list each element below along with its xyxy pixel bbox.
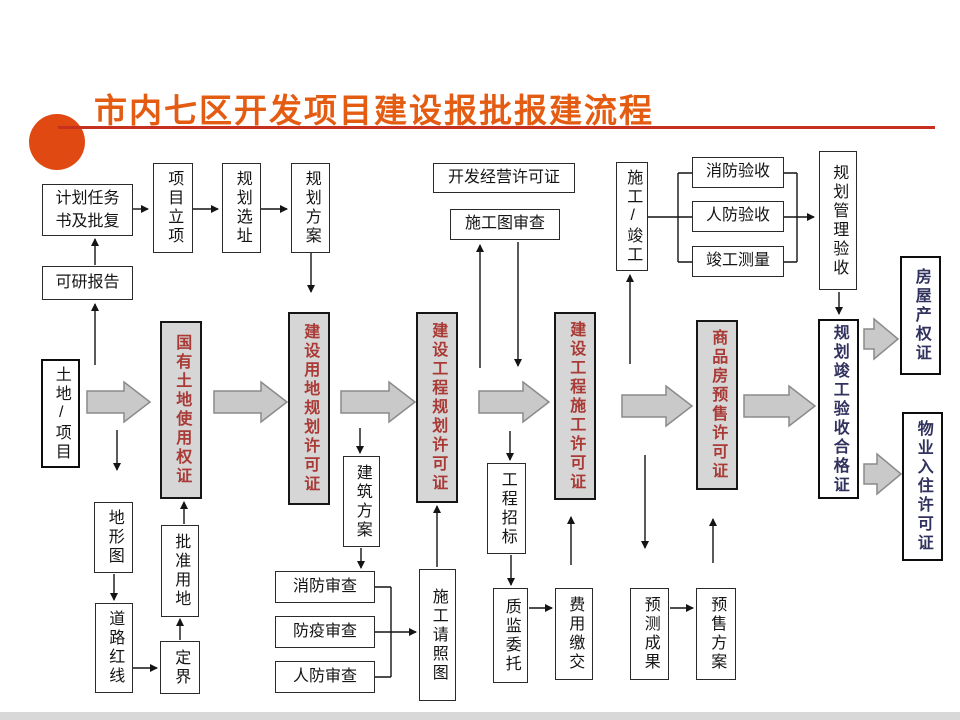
- node-dev-operation-license: 开发经营许可证: [433, 163, 575, 193]
- flow-arrow-3: [340, 380, 417, 424]
- flow-arrow-1: [86, 380, 152, 424]
- page-title: 市内七区开发项目建设报批报建流程: [94, 92, 654, 129]
- node-approved-land: 批准用地: [161, 525, 199, 617]
- node-completion-survey: 竣工测量: [692, 246, 784, 277]
- node-planning-site-selection: 规划选址: [222, 163, 261, 253]
- node-civil-air-defense-review: 人防审查: [275, 661, 375, 693]
- node-project-initiation: 项目立项: [153, 163, 193, 253]
- node-state-land-use-cert: 国有土地使用权证: [160, 321, 202, 499]
- node-fee-payment: 费用缴交: [555, 588, 593, 680]
- node-planning-scheme: 规划方案: [291, 163, 330, 253]
- node-occupancy-permit: 物业入住许可证: [902, 412, 943, 561]
- flow-arrow-to-property-cert: [863, 317, 900, 361]
- node-project-planning-permit: 建设工程规划许可证: [416, 312, 458, 503]
- node-presale-permit: 商品房预售许可证: [696, 320, 738, 490]
- node-feasibility-report: 可研报告: [42, 266, 133, 300]
- node-construction-drawing-review: 施工图审查: [450, 209, 560, 240]
- node-fire-acceptance: 消防验收: [692, 157, 784, 188]
- slide-accent-circle: [29, 114, 85, 170]
- node-house-property-cert: 房屋产权证: [900, 256, 941, 375]
- title-underline: [58, 126, 935, 129]
- flow-arrow-6: [743, 384, 817, 428]
- node-fire-review: 消防审查: [275, 571, 375, 603]
- node-land-planning-permit: 建设用地规划许可证: [288, 312, 330, 505]
- node-planning-completion-cert: 规划竣工验收合格证: [818, 319, 859, 499]
- node-architectural-scheme: 建筑方案: [343, 456, 380, 547]
- flow-arrow-4: [478, 380, 551, 424]
- flow-arrow-to-occupancy: [863, 452, 903, 496]
- node-epidemic-review: 防疫审查: [275, 616, 375, 648]
- node-plan-task: 计划任务书及批复: [42, 184, 133, 236]
- node-boundary-fixing: 定界: [160, 641, 200, 694]
- node-forecast-results: 预测成果: [630, 588, 669, 680]
- node-project-bidding: 工程招标: [487, 463, 526, 554]
- node-construction-completion: 施工/竣工: [616, 162, 648, 271]
- slide-bottom-edge: [0, 712, 960, 720]
- flow-arrow-2: [213, 380, 289, 424]
- node-topographic-map: 地形图: [94, 502, 133, 573]
- node-presale-scheme: 预售方案: [696, 588, 736, 680]
- node-land-project: 土地/项目: [41, 359, 80, 468]
- node-quality-supervision-entrust: 质监委托: [493, 588, 528, 683]
- node-construction-license-drawing: 施工请照图: [419, 569, 456, 701]
- node-civil-air-defense-acceptance: 人防验收: [692, 201, 784, 232]
- flow-arrow-5: [621, 384, 694, 428]
- node-planning-mgmt-acceptance: 规划管理验收: [819, 151, 857, 290]
- node-road-red-line: 道路红线: [95, 603, 133, 693]
- node-construction-permit: 建设工程施工许可证: [554, 312, 596, 500]
